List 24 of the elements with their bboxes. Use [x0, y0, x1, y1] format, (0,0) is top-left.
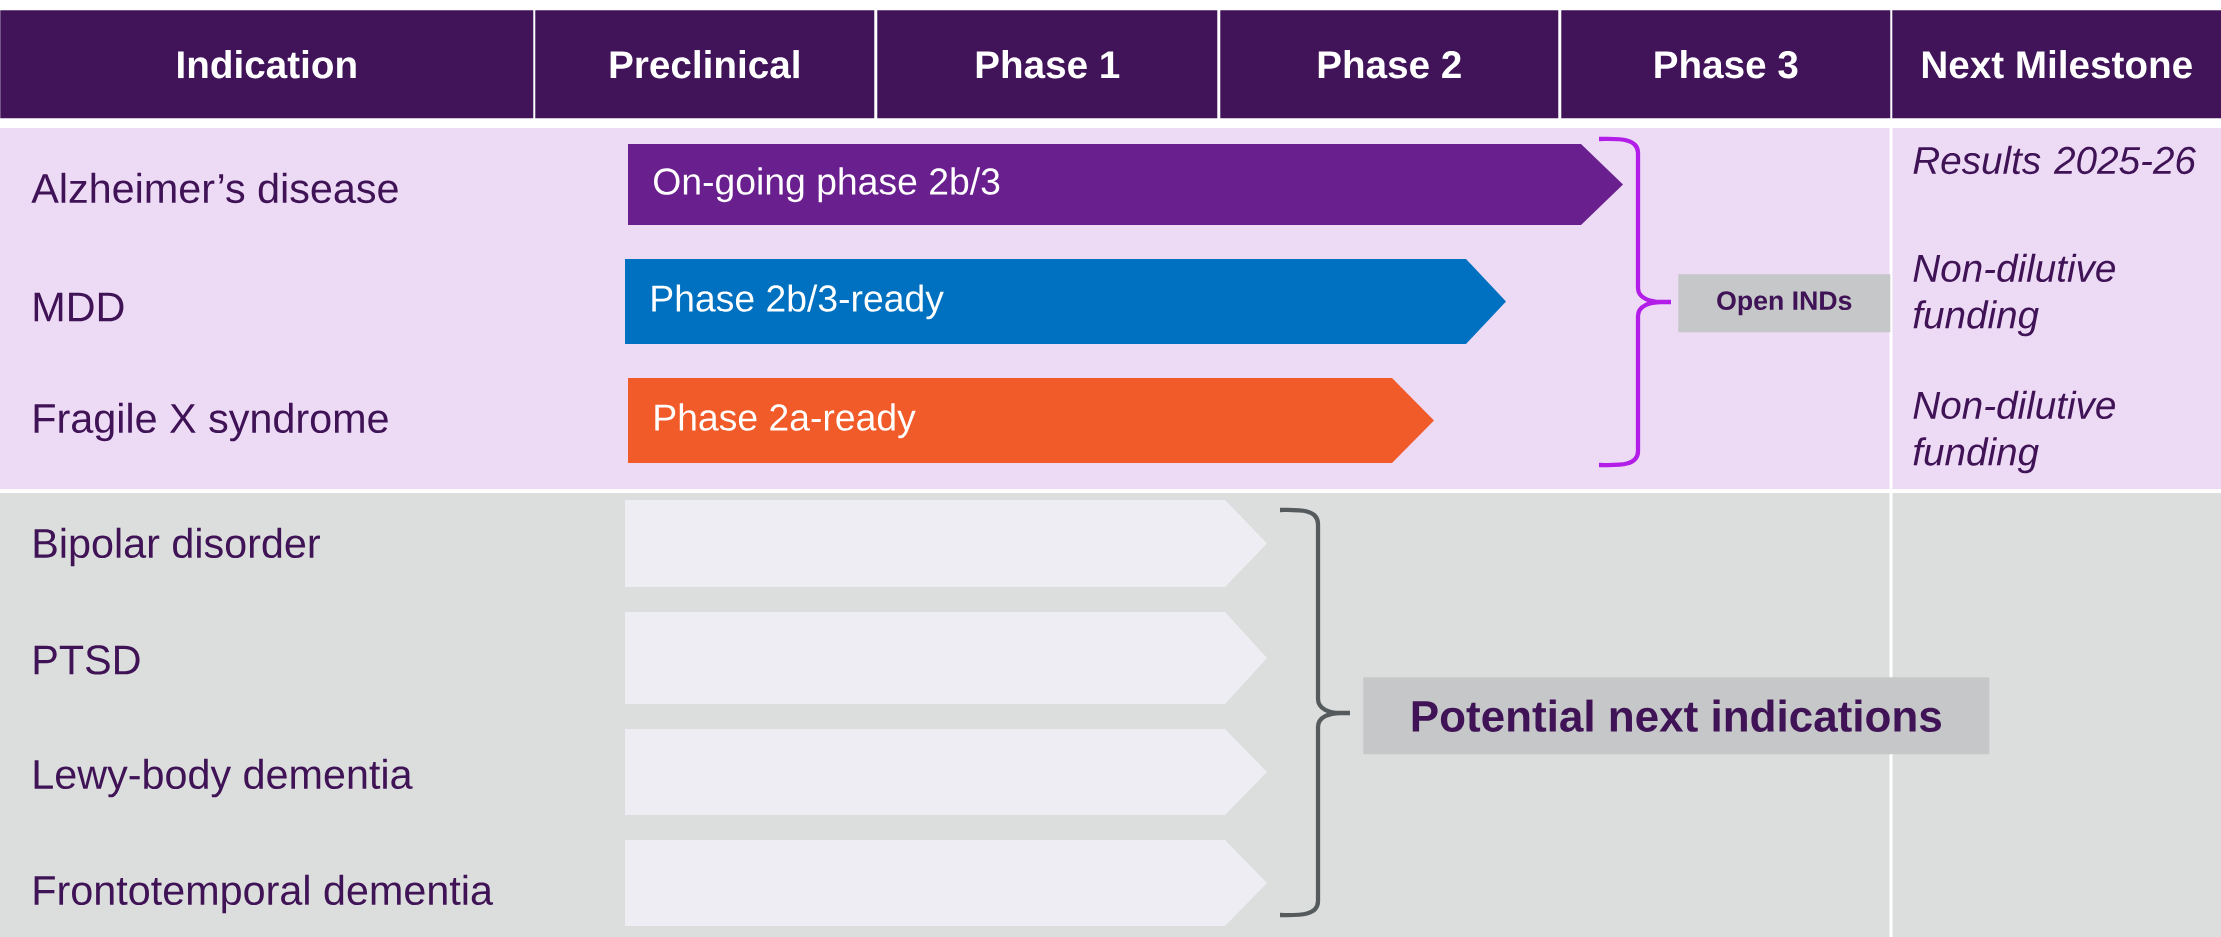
indication-name: Fragile X syndrome — [34, 402, 388, 442]
indication-name: Frontotemporal dementia — [34, 874, 493, 914]
indication-name: PTSD — [34, 645, 140, 675]
indication-name: Bipolar disorder — [34, 527, 320, 567]
header-cell: Phase 1 — [877, 10, 1218, 119]
phase-bar: On-going phase 2b/3 — [628, 144, 1623, 225]
phase-bar: Phase 2b/3-ready — [625, 259, 1506, 344]
node-label: Next Milestone — [1922, 50, 2192, 79]
indication-name: MDD — [34, 292, 124, 322]
header-cell: Next Milestone — [1892, 10, 2221, 119]
header-cell: Indication — [0, 10, 534, 119]
milestone-text: Non-dilutive funding — [1913, 390, 2115, 474]
header-cell: Phase 3 — [1561, 10, 1891, 119]
node-label: Indication — [178, 50, 356, 79]
label-box: Potential next indications — [1363, 677, 1990, 755]
phase-bar: Phase 2a-ready — [628, 378, 1434, 463]
milestone-text: Results 2025-26 — [1913, 145, 2196, 175]
header-cell: Preclinical — [535, 10, 875, 119]
node-label: Phase 3 — [1655, 50, 1798, 79]
label-box: Open INDs — [1678, 274, 1891, 333]
indication-name: Alzheimer’s disease — [31, 172, 398, 204]
indication-name: Lewy-body dementia — [34, 758, 413, 798]
node-label: Preclinical — [610, 50, 799, 79]
header-cell: Phase 2 — [1220, 10, 1559, 119]
